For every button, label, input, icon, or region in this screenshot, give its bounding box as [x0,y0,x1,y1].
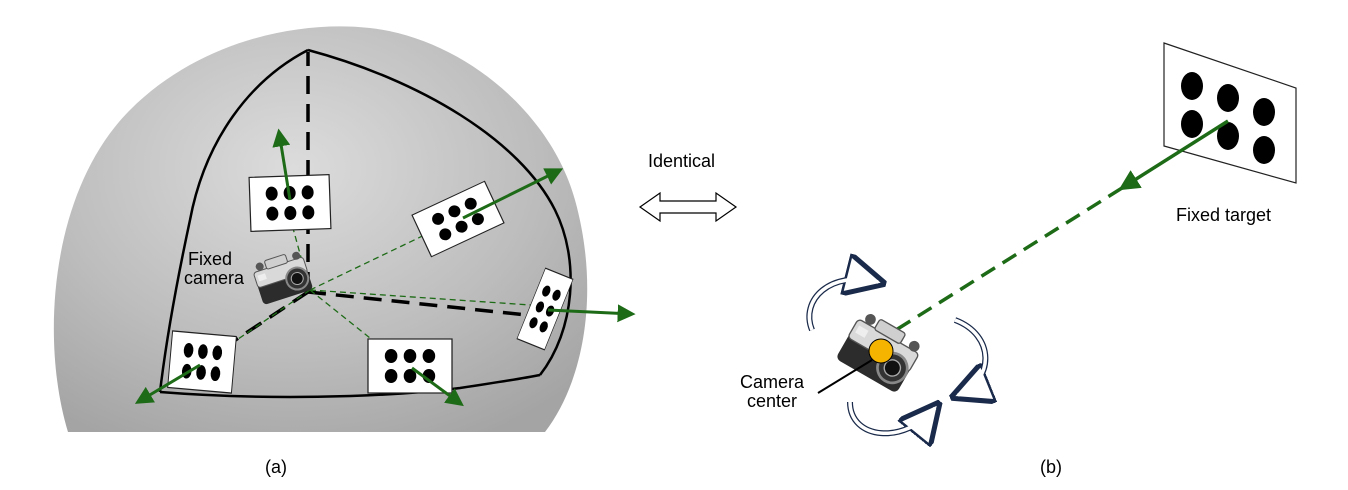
camera-center-leader [817,359,873,394]
rotation-arrow-icon [807,277,879,331]
fixed-target-label: Fixed target [1176,205,1272,225]
normal-arrow-2 [462,168,564,220]
rotation-arrow-icon [848,401,937,435]
camera-center-label-line1: Camera [740,372,805,392]
fixed-camera-label-line2: camera [184,267,245,288]
dome-curve-left [158,48,309,393]
rotation-arrows [806,277,988,435]
camera-center-label-line2: center [747,390,798,411]
ray-solid [1118,119,1229,191]
fixed-target-board [1163,42,1297,184]
camera-center-dot [868,338,894,364]
fixed-camera-label-line1: Fixed [188,249,233,269]
target-board-icon [367,338,453,394]
camera-center-label: Camera center [740,373,804,411]
target-board-icon [167,330,237,394]
axis-dashed-right [307,290,556,320]
rotation-arrow-icon [954,318,988,397]
target-board-icon [248,174,332,232]
caption-a: (a) [265,457,287,477]
ray-to-board-4 [309,289,411,371]
double-arrow-icon [638,191,738,223]
ray-dashed [879,186,1123,342]
normal-arrow-4 [411,366,464,407]
normal-arrow-1 [272,128,292,201]
identical-label: Identical [648,151,716,171]
rotation-arrow-icon [955,317,985,395]
caption-b: (b) [1040,457,1062,477]
normal-arrows [134,128,636,407]
dome-curve-right [307,48,572,376]
target-board-icon [1163,42,1297,184]
normal-arrow-5 [134,363,201,404]
ray-to-board-2 [309,217,461,291]
fixed-camera-label: Fixed camera [184,250,244,288]
normal-arrow-3 [547,304,636,323]
